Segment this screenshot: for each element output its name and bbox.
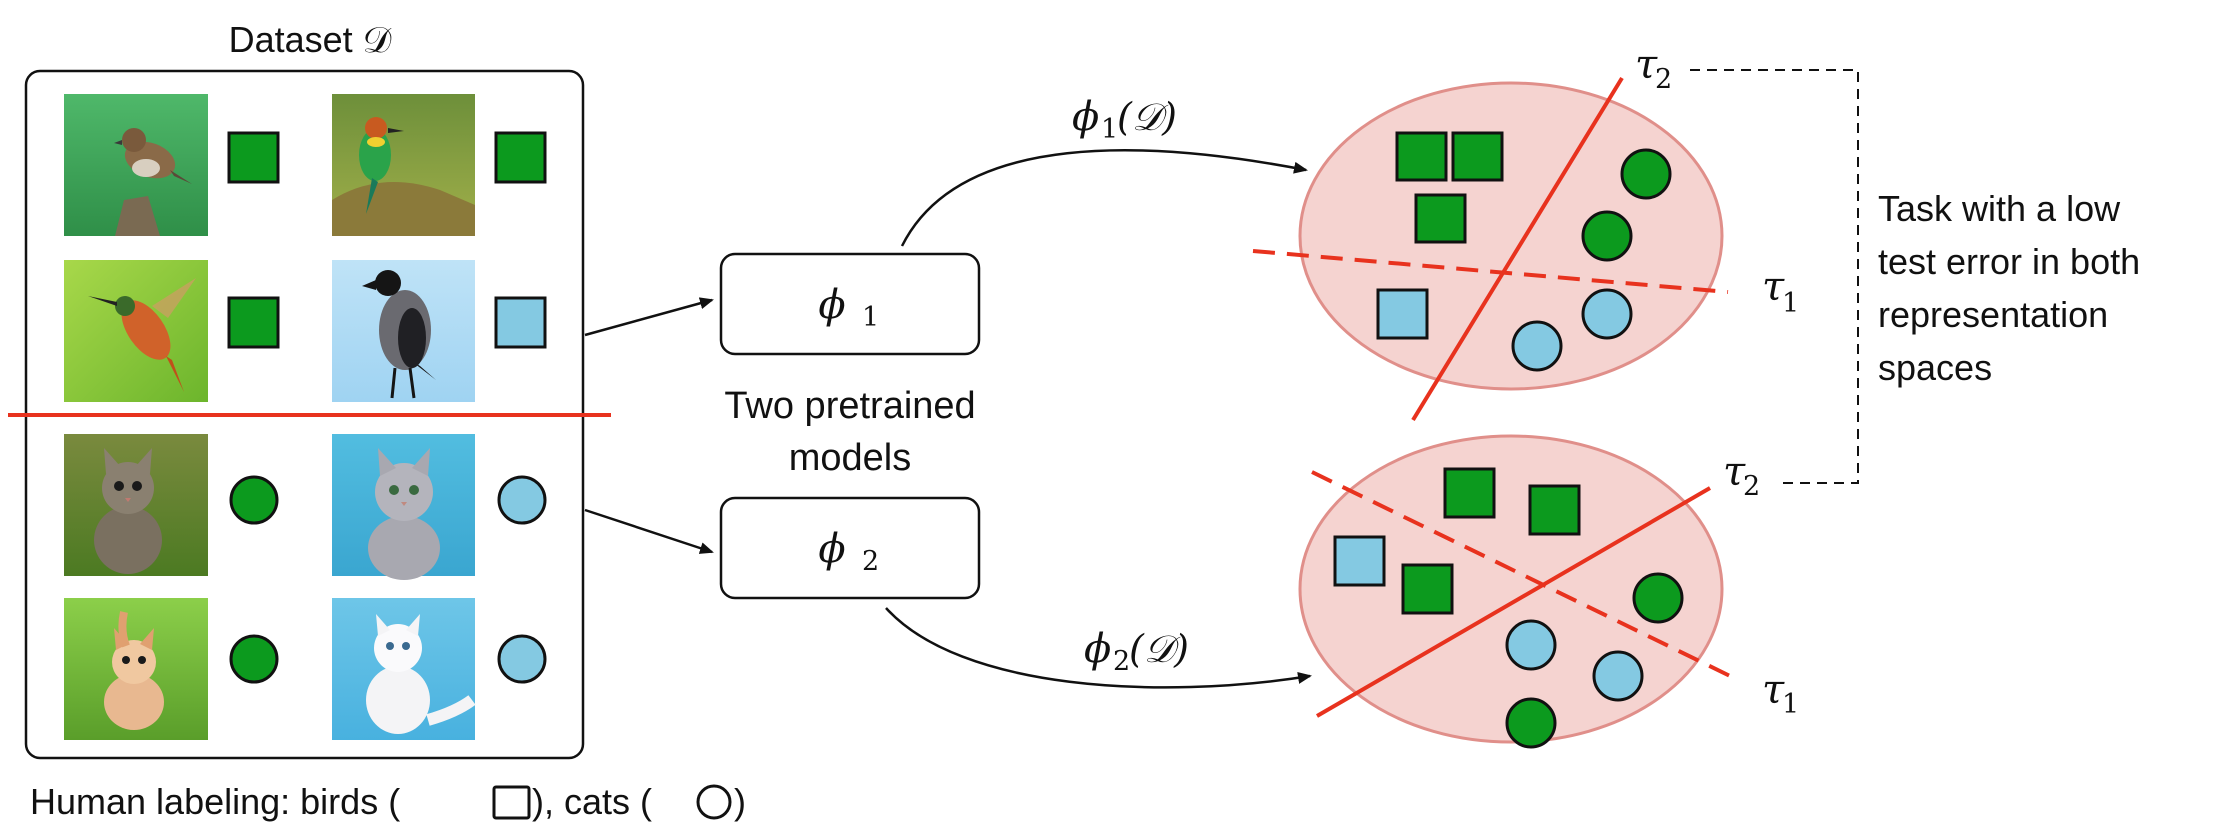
representation-space-2 — [1298, 434, 1731, 749]
point-circle-lightblue — [1511, 320, 1563, 372]
point-circle-green — [1632, 572, 1684, 624]
phi2-of-dataset-label: ϕ 2 (𝒟) — [1084, 626, 1189, 677]
label-circle-green — [229, 634, 279, 684]
tau-symbol: τ — [1762, 667, 1785, 713]
point-square-green — [1528, 484, 1581, 536]
legend-middle: ), cats ( — [532, 781, 652, 822]
tau2-label-space2: τ 2 — [1723, 449, 1760, 502]
tau2-label-space1: τ 2 — [1635, 42, 1672, 95]
task-tau2-boundary-space1 — [1411, 76, 1624, 422]
tau-symbol: τ — [1723, 449, 1746, 495]
arrow-phi1-embedding — [900, 149, 1308, 247]
phi2-subscript: 2 — [862, 546, 879, 577]
legend-square-icon — [492, 785, 531, 820]
point-square-green — [1443, 467, 1496, 519]
model-phi2-box: ϕ 2 — [719, 496, 981, 600]
task-correspondence-bracket — [1690, 69, 1859, 484]
dataset-title: Dataset 𝒟 — [229, 19, 392, 60]
representation-space-1 — [1252, 76, 1729, 422]
model-phi1-box: ϕ 1 — [719, 252, 981, 356]
phi2-symbol: ϕ — [818, 526, 845, 572]
tau1-label-space2: τ 1 — [1762, 667, 1799, 720]
label-square-green — [227, 296, 280, 349]
point-square-green — [1401, 563, 1454, 615]
annotation-line: Task with a low — [1878, 188, 2121, 229]
point-square-green — [1451, 131, 1504, 182]
label-circle-green — [229, 475, 279, 525]
phi1-subscript: 1 — [862, 302, 879, 333]
legend-suffix: ) — [734, 781, 746, 822]
annotation-line: spaces — [1878, 347, 1992, 388]
phi1-symbol: ϕ — [818, 282, 845, 328]
label-square-green — [227, 131, 280, 184]
human-labeling-legend: Human labeling: birds ( ), cats ( ) — [30, 781, 746, 822]
legend-prefix: Human labeling: birds ( — [30, 781, 400, 822]
task-annotation: Task with a low test error in both repre… — [1878, 188, 2140, 388]
task-tau1-boundary-space1 — [1252, 249, 1729, 294]
task-tau2-boundary-space2 — [1315, 486, 1712, 718]
image-crow — [332, 260, 475, 402]
image-bee-eater — [332, 94, 475, 236]
point-circle-green — [1505, 697, 1557, 749]
label-circle-lightblue — [497, 475, 547, 525]
image-hummingbird — [64, 260, 208, 402]
image-tabby-kitten — [64, 434, 208, 576]
phi1-map-argument: (𝒟) — [1117, 95, 1177, 139]
tau-symbol: τ — [1635, 42, 1658, 88]
tau-subscript: 2 — [1743, 471, 1760, 502]
task-tau1-boundary-space2 — [1311, 470, 1731, 678]
tau-subscript: 2 — [1655, 64, 1672, 95]
point-circle-green — [1620, 148, 1672, 200]
embedding-ellipse-1 — [1298, 81, 1724, 391]
annotation-line: test error in both — [1878, 241, 2140, 282]
phi2-map-symbol: ϕ — [1084, 626, 1111, 672]
label-square-green — [494, 131, 547, 184]
label-circle-lightblue — [497, 634, 547, 684]
phi2-map-subscript: 2 — [1113, 646, 1130, 677]
phi1-map-subscript: 1 — [1101, 114, 1118, 145]
point-square-lightblue — [1376, 288, 1429, 340]
point-circle-lightblue — [1592, 650, 1644, 702]
arrow-dataset-to-phi2 — [584, 508, 714, 554]
image-ginger-kitten — [64, 598, 208, 740]
point-square-lightblue — [1333, 535, 1386, 587]
phi2-map-argument: (𝒟) — [1129, 627, 1189, 671]
point-circle-lightblue — [1581, 288, 1633, 340]
point-circle-green — [1581, 210, 1633, 262]
annotation-line: representation — [1878, 294, 2108, 335]
arrow-dataset-to-phi1 — [584, 297, 714, 337]
models-caption-line2: models — [789, 437, 912, 479]
point-circle-lightblue — [1505, 619, 1557, 671]
image-white-kitten — [332, 598, 476, 740]
image-grey-cat — [332, 434, 475, 580]
phi1-map-symbol: ϕ — [1072, 94, 1099, 140]
phi1-of-dataset-label: ϕ 1 (𝒟) — [1072, 94, 1177, 145]
label-square-lightblue — [494, 296, 547, 349]
tau1-label-space1: τ 1 — [1762, 264, 1799, 319]
legend-circle-icon — [696, 784, 732, 820]
arrow-phi2-embedding — [885, 607, 1312, 689]
image-sparrow — [64, 94, 208, 236]
point-square-green — [1414, 193, 1467, 244]
tau-subscript: 1 — [1782, 689, 1799, 720]
point-square-green — [1395, 131, 1448, 182]
tau-subscript: 1 — [1782, 288, 1799, 319]
tau-symbol: τ — [1762, 264, 1785, 310]
models-caption-line1: Two pretrained — [724, 385, 975, 427]
